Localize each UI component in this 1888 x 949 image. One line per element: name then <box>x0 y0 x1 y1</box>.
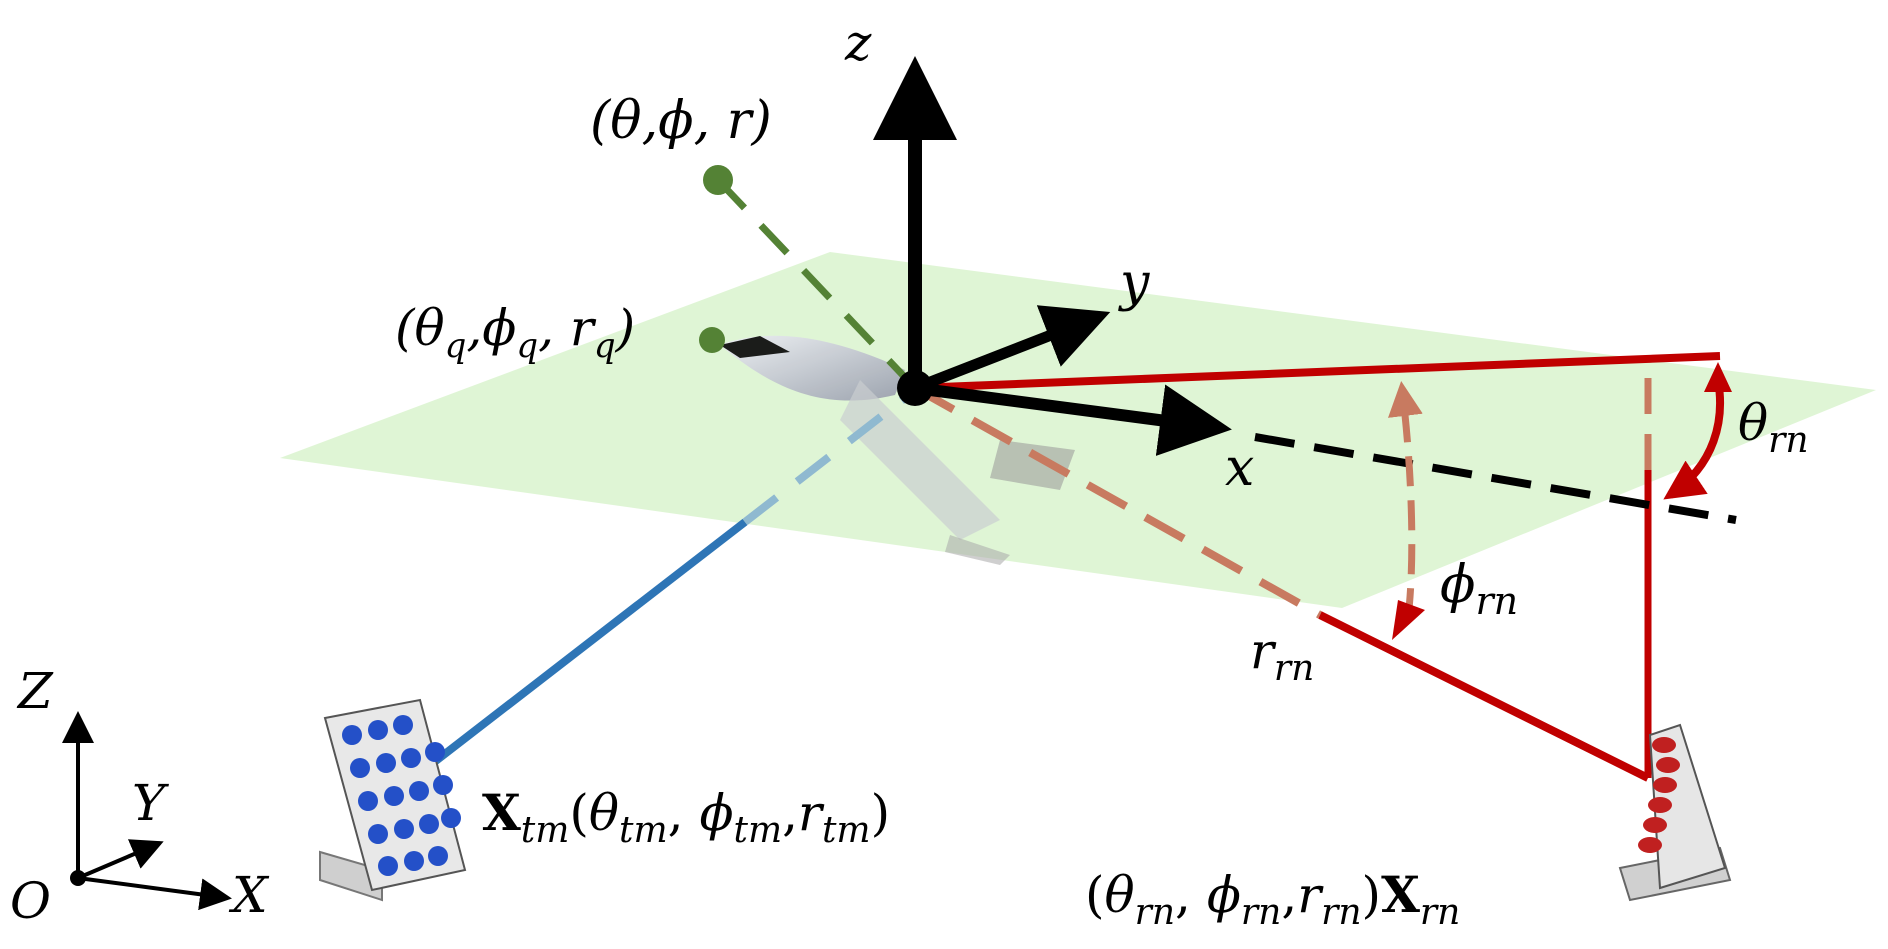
world-x-axis <box>77 876 232 911</box>
x-rn-open: ( <box>1085 866 1105 924</box>
q-close: ) <box>615 299 636 357</box>
theta-rn-sub: rn <box>1768 420 1808 461</box>
x-tm-theta-sub: tm <box>619 810 668 851</box>
receiver-ray-dashed <box>913 384 1322 619</box>
receiver-projection-line <box>914 352 1721 392</box>
q-sub-1: q <box>445 326 467 366</box>
x-tm-r: r <box>798 784 825 842</box>
general-point-marker <box>703 165 733 195</box>
horizontal-plane <box>280 252 1876 608</box>
x-tm-theta: θ <box>589 784 619 842</box>
x-tm-r-sub: tm <box>822 810 871 851</box>
body-x-axis <box>914 382 1232 456</box>
x-rn-theta: θ <box>1105 866 1135 924</box>
body-x-label: x <box>1225 438 1254 498</box>
r-rn-sub: rn <box>1274 648 1314 689</box>
q-point-marker <box>699 327 725 353</box>
theta-angle-arrowhead-top <box>1704 362 1732 392</box>
r-rn-symbol: r <box>1250 622 1277 680</box>
theta-rn-symbol: θ <box>1738 394 1768 452</box>
x-rn-bold-sub: rn <box>1420 892 1460 933</box>
general-point-label: (θ,ϕ, r) <box>590 91 772 151</box>
world-y-axis <box>77 839 164 880</box>
x-rn-comma2: , <box>1281 866 1297 924</box>
body-origin <box>897 370 933 406</box>
x-rn-comma1: , <box>1175 866 1207 924</box>
transmit-antenna-array-icon <box>319 698 467 902</box>
receive-antenna-array-icon <box>1618 723 1732 902</box>
phi-rn-symbol: ϕ <box>1440 555 1475 615</box>
world-origin-label: O <box>10 872 51 930</box>
q-sub-2: q <box>516 326 538 366</box>
x-tm-sub: tm <box>521 810 570 851</box>
x-tm-label: Xtm(θtm, ϕtm,rtm) <box>482 783 890 851</box>
x-rn-phi: ϕ <box>1207 866 1241 924</box>
x-rn-theta-sub: rn <box>1135 892 1175 933</box>
x-tm-bold: X <box>482 783 521 842</box>
phi-angle-arrowhead-bottom <box>1392 600 1425 640</box>
theta-angle-arrow <box>1663 379 1724 500</box>
body-y-axis <box>913 305 1111 394</box>
phi-angle-arrow <box>1388 381 1423 619</box>
body-z-label: z <box>844 14 872 72</box>
r-rn-label: rrn <box>1250 622 1314 689</box>
x-rn-r-sub: rn <box>1321 892 1361 933</box>
world-x-label: X <box>228 866 270 924</box>
x-axis-extension <box>1254 433 1737 524</box>
x-rn-close: ) <box>1362 866 1382 924</box>
x-tm-comma1: , <box>668 784 700 842</box>
q-point-label: (θq,ϕq, rq) <box>395 299 635 366</box>
world-z-label: Z <box>16 662 54 720</box>
general-point-ray <box>715 177 918 391</box>
theta-rn-label: θrn <box>1738 394 1809 461</box>
phi-rn-label: ϕrn <box>1440 555 1518 623</box>
x-rn-label: (θrn, ϕrn,rrn)Xrn <box>1085 865 1460 933</box>
transmitter-ray-solid <box>412 518 748 781</box>
q-open-theta: (θ <box>395 299 445 357</box>
receiver-ray-solid <box>1318 611 1650 782</box>
world-y-label: Y <box>132 774 169 832</box>
x-tm-comma2: , <box>782 784 798 842</box>
x-rn-r: r <box>1297 866 1324 924</box>
transmitter-ray-dashed <box>742 394 908 526</box>
q-phi: ,ϕ <box>466 299 516 357</box>
x-tm-phi: ϕ <box>699 784 733 842</box>
q-sub-3: q <box>594 326 616 366</box>
x-tm-phi-sub: tm <box>734 810 783 851</box>
x-rn-phi-sub: rn <box>1241 892 1281 933</box>
x-tm-open: ( <box>569 784 589 842</box>
q-r: , r <box>538 299 597 357</box>
body-y-label: y <box>1118 253 1150 313</box>
world-origin-dot <box>70 870 86 886</box>
phi-rn-sub: rn <box>1475 579 1518 623</box>
x-rn-bold: X <box>1381 865 1420 924</box>
x-tm-close: ) <box>871 784 891 842</box>
